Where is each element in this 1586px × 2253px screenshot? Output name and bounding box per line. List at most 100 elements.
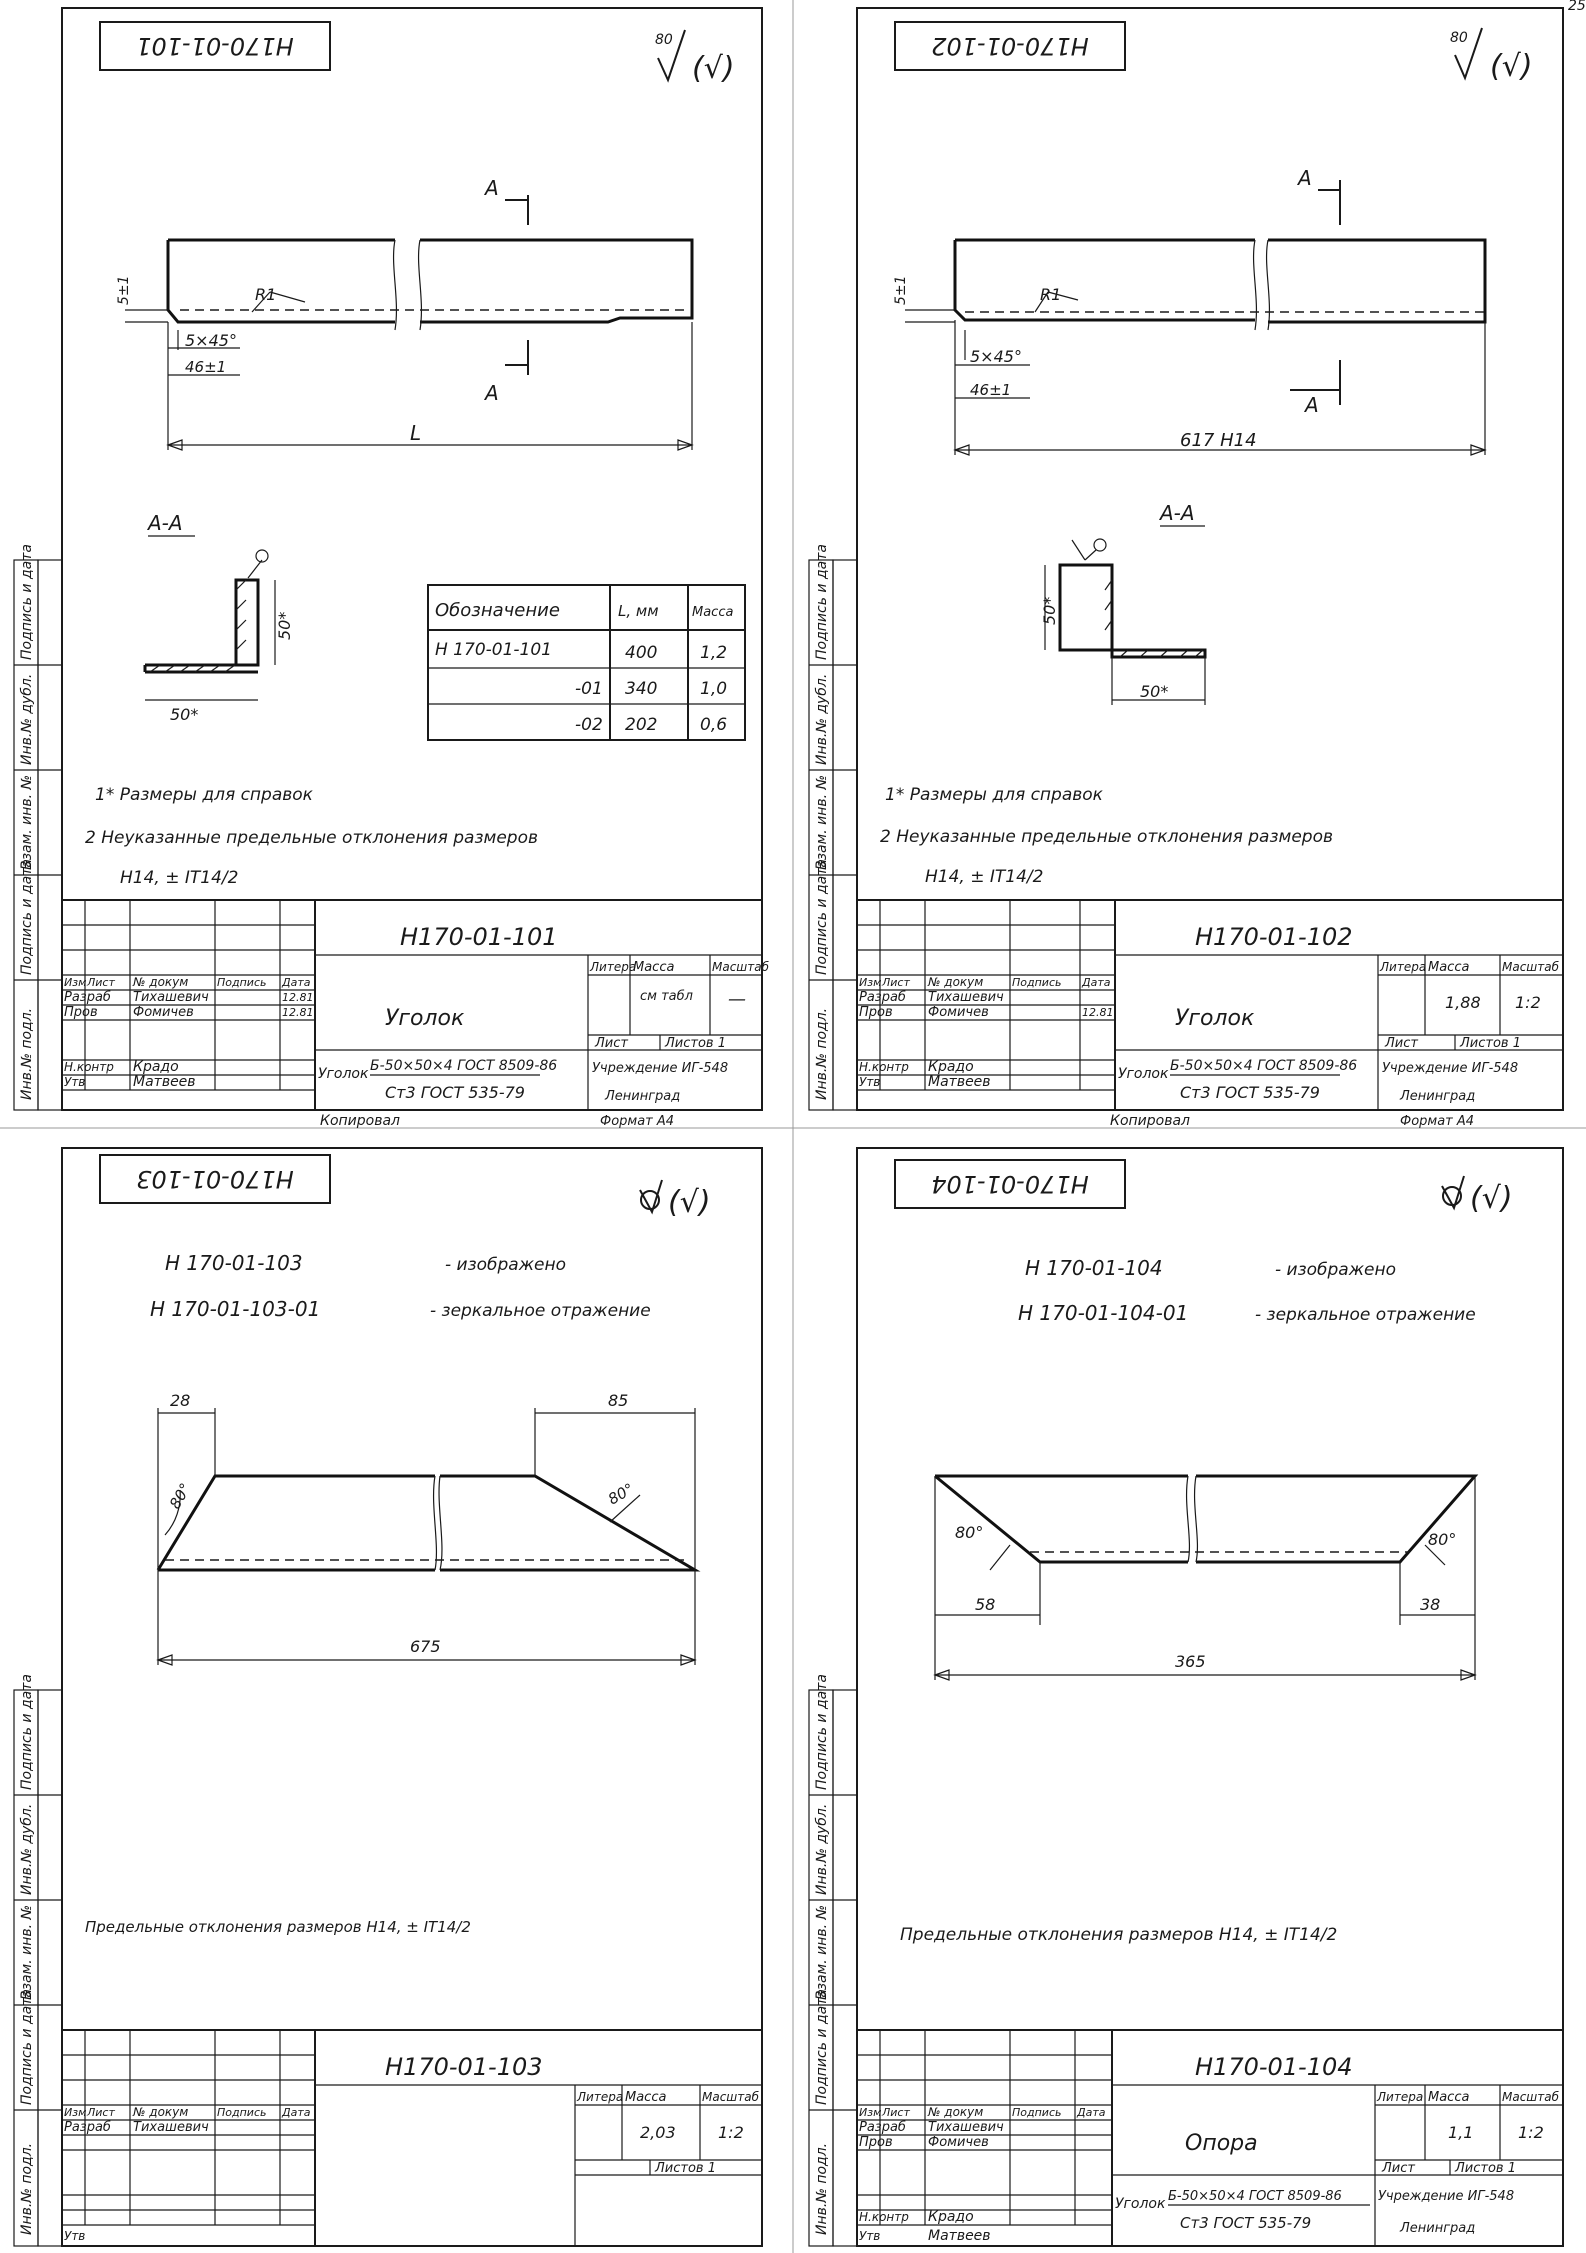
svg-text:Литера: Литера — [589, 960, 636, 974]
svg-text:Крадо: Крадо — [133, 1059, 179, 1075]
table-cell: -02 — [575, 715, 603, 735]
top-stamp-box — [99, 1154, 331, 1204]
svg-text:Подпись: Подпись — [217, 976, 266, 989]
table-cell: 340 — [625, 679, 657, 699]
svg-text:Учреждение ИГ-548: Учреждение ИГ-548 — [1382, 1061, 1518, 1076]
svg-text:Подпись: Подпись — [1012, 2106, 1061, 2119]
top-stamp-box — [99, 21, 331, 71]
svg-text:Лист: Лист — [86, 976, 115, 989]
svg-text:Б-50×50×4 ГОСТ 8509-86: Б-50×50×4 ГОСТ 8509-86 — [370, 1058, 557, 1074]
svg-text:А-А: А-А — [146, 511, 183, 535]
svg-text:Лист: Лист — [1381, 2161, 1415, 2176]
svg-text:Н.контр: Н.контр — [859, 1060, 909, 1074]
top-stamp: Н170-01-102 — [931, 32, 1089, 60]
svg-text:Ст3 ГОСТ 535-79: Ст3 ГОСТ 535-79 — [1180, 2214, 1311, 2232]
top-stamp: Н170-01-101 — [136, 32, 294, 60]
svg-text:1,88: 1,88 — [1445, 993, 1481, 1012]
variant-2: Н 170-01-104-01 — [1018, 1301, 1188, 1325]
svg-text:Масштаб: Масштаб — [1502, 960, 1560, 974]
svg-text:85: 85 — [608, 1391, 628, 1410]
top-stamp: Н170-01-103 — [136, 1165, 294, 1193]
sheet-2: Подпись и дата Инв.№ дубл. Взам. инв. № … — [808, 7, 1564, 1129]
variant-2-desc: - зеркальное отражение — [1255, 1305, 1476, 1325]
section-a-a: А-А 50* 50* — [143, 511, 294, 724]
svg-text:А: А — [483, 176, 499, 200]
svg-text:№ докум: № докум — [132, 975, 188, 989]
svg-text:1:2: 1:2 — [1515, 993, 1541, 1012]
svg-text:Масса: Масса — [633, 960, 674, 975]
svg-text:Масса: Масса — [625, 2090, 666, 2105]
side-label: Подпись и дата — [19, 1674, 35, 1790]
svg-text:46±1: 46±1 — [970, 381, 1011, 399]
svg-text:1:2: 1:2 — [718, 2123, 744, 2142]
part-view: 80° 80° 58 38 365 — [933, 1474, 1479, 1681]
note: 2 Неуказанные предельные отклонения разм… — [880, 827, 1333, 847]
table-cell: 400 — [625, 643, 657, 663]
side-label: Инв.№ дубл. — [814, 674, 830, 765]
svg-text:(√): (√) — [692, 51, 735, 86]
roughness-symbol: 80 (√) — [655, 29, 735, 86]
svg-text:80°: 80° — [955, 1523, 983, 1542]
svg-text:Пров: Пров — [859, 2135, 893, 2150]
svg-text:617 Н14: 617 Н14 — [1180, 430, 1257, 451]
svg-text:Матвеев: Матвеев — [928, 2228, 991, 2244]
svg-text:R1: R1 — [1040, 285, 1061, 304]
svg-text:Дата: Дата — [281, 976, 311, 989]
svg-text:Лист: Лист — [594, 1036, 628, 1051]
svg-text:Литера: Литера — [1376, 2090, 1423, 2104]
svg-text:Копировал: Копировал — [320, 1113, 400, 1129]
svg-text:Уголок: Уголок — [1115, 2196, 1166, 2212]
svg-text:Литера: Литера — [1379, 960, 1426, 974]
table-cell: 1,2 — [700, 643, 727, 663]
svg-text:А-А: А-А — [1158, 501, 1195, 525]
roughness-symbol: (√) — [639, 1179, 711, 1220]
sheet-1: Подпись и дата Инв.№ дубл. Взам. инв. № … — [13, 7, 770, 1129]
variant-1-desc: - изображено — [1275, 1260, 1396, 1280]
svg-text:Изм: Изм — [859, 976, 881, 989]
svg-text:Ленинград: Ленинград — [604, 1089, 680, 1104]
svg-text:80: 80 — [655, 32, 673, 48]
svg-text:Дата: Дата — [281, 2106, 311, 2119]
svg-text:А: А — [1303, 393, 1319, 417]
title-block: Н170-01-101 Изм Лист № докум Подпись Дат… — [61, 899, 770, 1129]
svg-text:5±1: 5±1 — [893, 275, 909, 305]
svg-text:Ст3 ГОСТ 535-79: Ст3 ГОСТ 535-79 — [1180, 1083, 1320, 1102]
part-view: 28 85 80° 80° 675 — [156, 1391, 701, 1666]
svg-text:Дата: Дата — [1081, 976, 1111, 989]
side-label: Подпись и дата — [19, 1989, 35, 2105]
side-label: Взам. инв. № — [19, 775, 35, 870]
svg-text:Н.контр: Н.контр — [859, 2210, 909, 2224]
note: 1* Размеры для справок — [885, 785, 1104, 805]
side-label: Подпись и дата — [814, 1989, 830, 2105]
svg-text:Тихашевич: Тихашевич — [928, 990, 1004, 1005]
side-label: Инв.№ подл. — [814, 1008, 830, 1100]
svg-text:Уголок: Уголок — [318, 1066, 369, 1082]
side-label: Взам. инв. № — [814, 775, 830, 870]
svg-text:(√): (√) — [668, 1185, 711, 1220]
side-label: Инв.№ дубл. — [19, 1804, 35, 1895]
variant-2-desc: - зеркальное отражение — [430, 1301, 651, 1321]
designation: Н170-01-102 — [1195, 923, 1353, 951]
table-header: L, мм — [618, 602, 659, 620]
svg-text:Масса: Масса — [1428, 2090, 1469, 2105]
svg-text:Тихашевич: Тихашевич — [928, 2120, 1004, 2135]
side-label: Подпись и дата — [814, 544, 830, 660]
svg-text:Учреждение ИГ-548: Учреждение ИГ-548 — [1378, 2189, 1514, 2204]
svg-text:Тихашевич: Тихашевич — [133, 990, 209, 1005]
svg-text:Разраб: Разраб — [859, 2120, 906, 2135]
svg-text:Пров: Пров — [859, 1005, 893, 1020]
svg-text:Пров: Пров — [64, 1005, 98, 1020]
svg-text:Лист: Лист — [881, 2106, 910, 2119]
svg-text:Изм: Изм — [64, 2106, 86, 2119]
side-label: Подпись и дата — [19, 544, 35, 660]
sheet-3: Подпись и дата Инв.№ дубл. Взам. инв. № … — [13, 1147, 763, 2247]
side-label: Взам. инв. № — [19, 1905, 35, 2000]
svg-text:Утв: Утв — [859, 2229, 880, 2243]
svg-text:Копировал: Копировал — [1110, 1113, 1190, 1129]
svg-text:58: 58 — [975, 1595, 995, 1614]
table-cell: 0,6 — [700, 715, 727, 735]
svg-text:1,1: 1,1 — [1448, 2123, 1473, 2142]
svg-text:38: 38 — [1420, 1595, 1440, 1614]
svg-text:Изм: Изм — [859, 2106, 881, 2119]
